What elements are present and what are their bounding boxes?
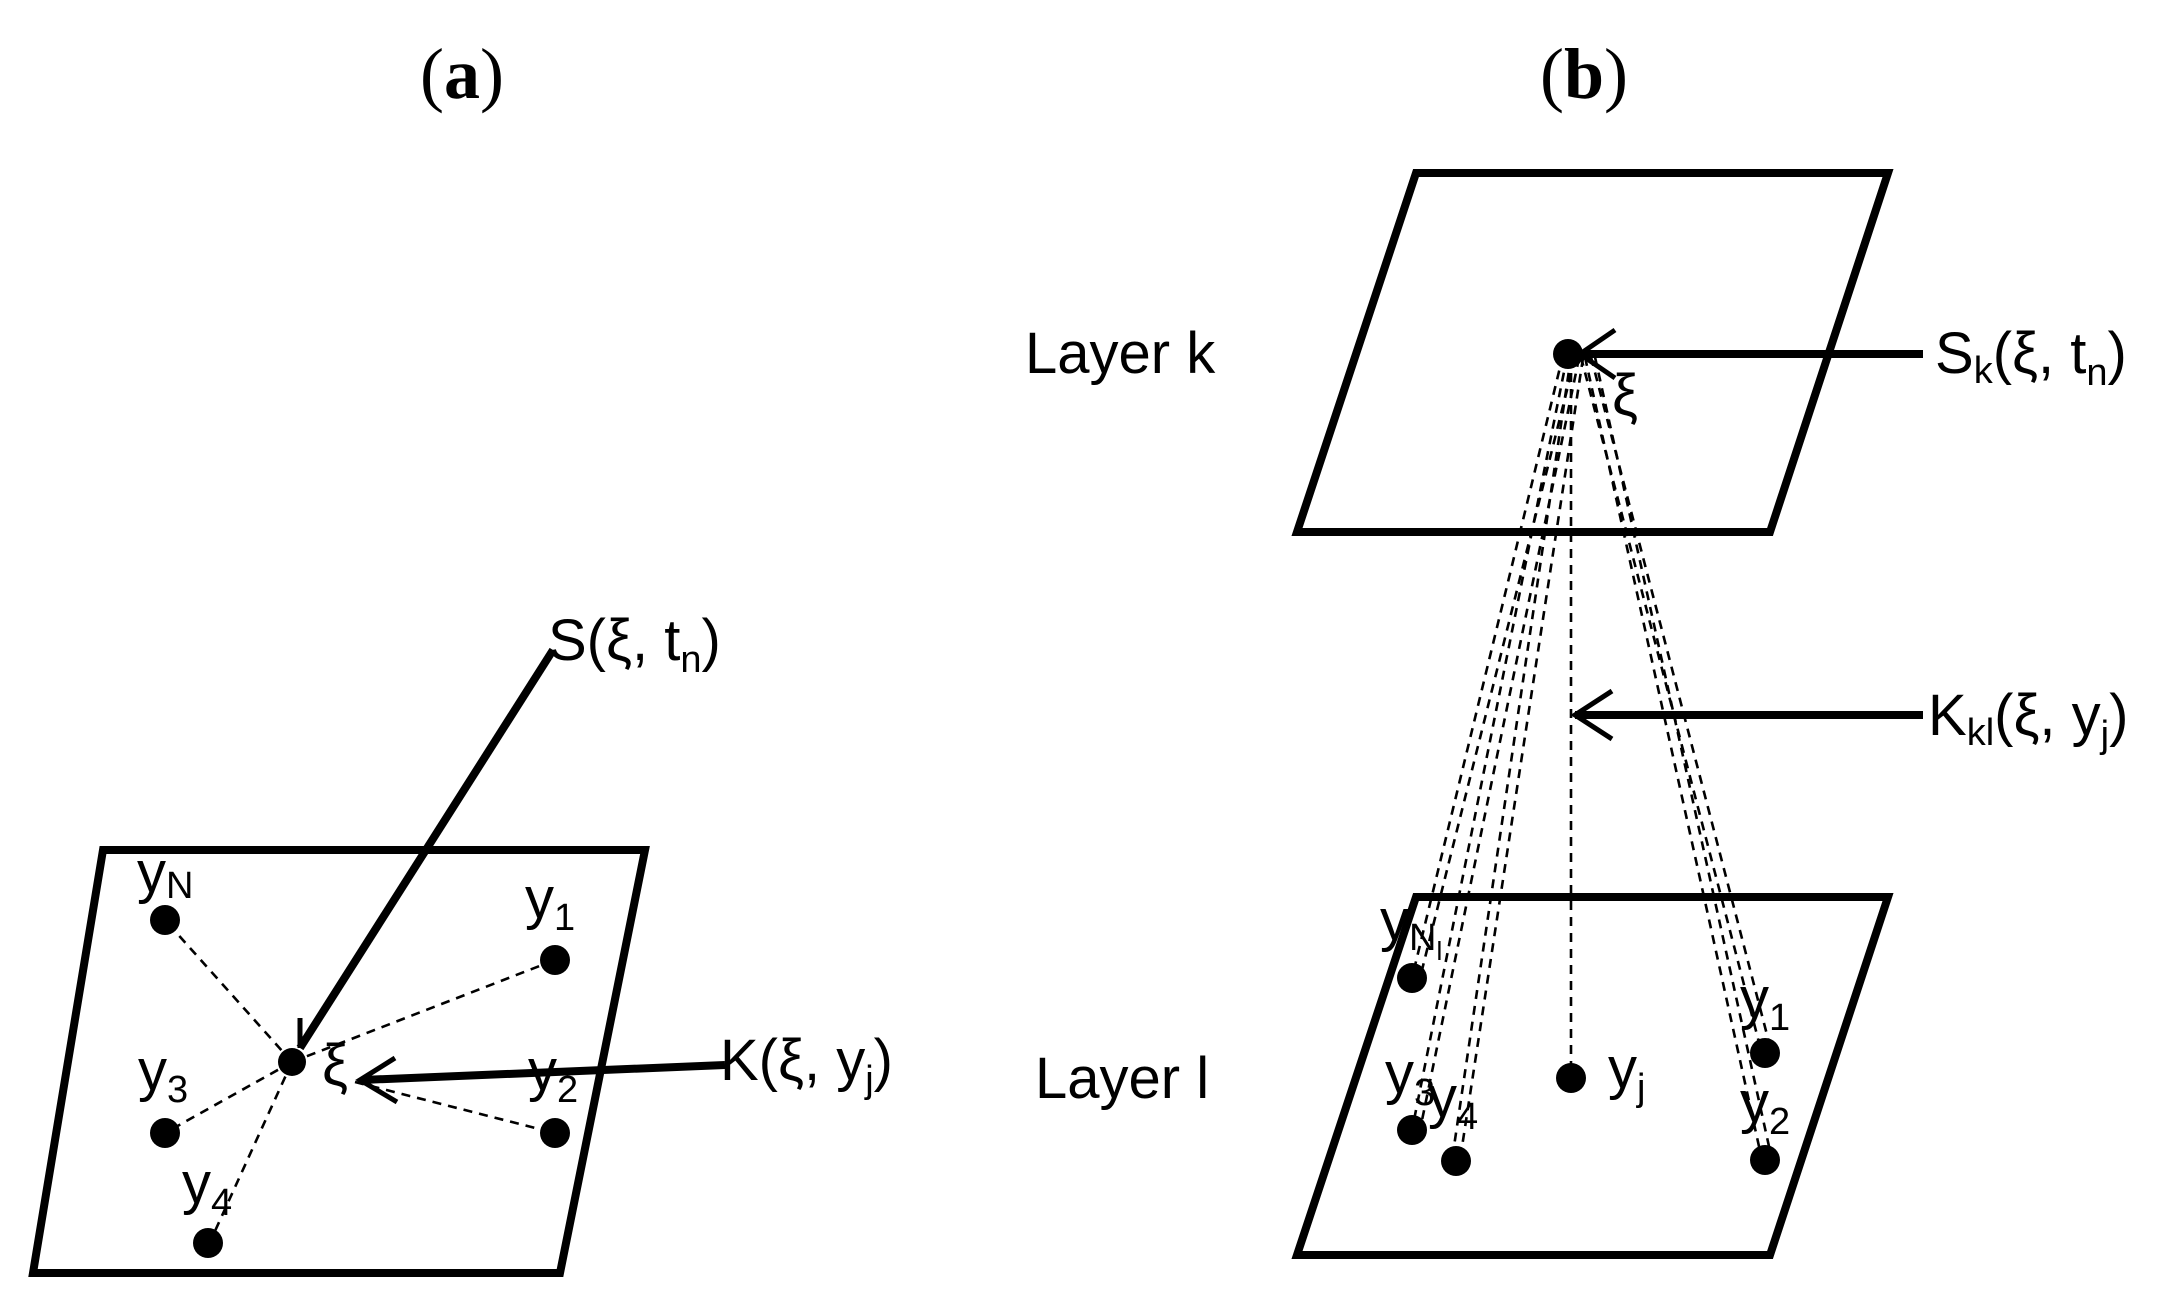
panel-a-point-y2 bbox=[540, 1118, 570, 1148]
panel-a-plane bbox=[28, 846, 650, 1277]
panel-b-kernel-lines bbox=[1410, 354, 1774, 1161]
panel-b-label-y1: y1 bbox=[1740, 966, 1790, 1039]
panel-b-label-y4: y4 bbox=[1428, 1065, 1478, 1138]
panel-b-layer-k-label: Layer k bbox=[1025, 321, 1216, 386]
panel-a-source-label: S(ξ, tn) bbox=[548, 608, 721, 681]
panel-a: (a) S(ξ, tn) K(ξ, yj) ξ yN y1 y3 y2 bbox=[28, 34, 893, 1277]
panel-a-kernel-lines bbox=[164, 919, 556, 1243]
panel-a-center-label: ξ bbox=[322, 1033, 348, 1098]
panel-b-label-y2: y2 bbox=[1740, 1070, 1790, 1143]
panel-a-point-y1 bbox=[540, 945, 570, 975]
panel-b-kernel-label: Kkl(ξ, yj) bbox=[1928, 683, 2128, 756]
panel-a-source-arrow bbox=[296, 647, 557, 1051]
panel-a-kernel-arrowhead bbox=[355, 1055, 399, 1105]
panel-b-layer-l-label: Layer l bbox=[1035, 1046, 1209, 1111]
panel-b-center-point bbox=[1553, 339, 1583, 369]
panel-b-source-label: Sk(ξ, tn) bbox=[1935, 321, 2127, 394]
panel-a-point-yN bbox=[150, 905, 180, 935]
panel-b: (b) Laye bbox=[1025, 34, 2128, 1259]
panel-b-plane-layer-l bbox=[1291, 893, 1894, 1259]
panel-a-label-y4: y4 bbox=[182, 1151, 232, 1224]
panel-a-title: (a) bbox=[420, 34, 504, 114]
panel-a-point-y3 bbox=[150, 1118, 180, 1148]
panel-a-kernel-arrow bbox=[361, 1061, 726, 1084]
panel-b-kernel-arrowhead bbox=[1570, 688, 1614, 742]
panel-b-label-y3: y3 bbox=[1385, 1041, 1435, 1114]
panel-b-plane-layer-k bbox=[1291, 169, 1894, 536]
panel-b-label-yNl: yNl bbox=[1380, 888, 1442, 966]
panel-b-point-yNl bbox=[1397, 963, 1427, 993]
panel-b-point-y1 bbox=[1750, 1038, 1780, 1068]
panel-a-label-yN: yN bbox=[137, 840, 193, 907]
panel-a-label-y1: y1 bbox=[525, 866, 575, 939]
panel-b-title: (b) bbox=[1540, 34, 1628, 114]
panel-b-point-yj bbox=[1556, 1063, 1586, 1093]
panel-b-point-y3 bbox=[1397, 1115, 1427, 1145]
panel-a-center-point bbox=[278, 1048, 306, 1076]
panel-a-kernel-label: K(ξ, yj) bbox=[720, 1028, 893, 1101]
panel-b-point-y4 bbox=[1441, 1146, 1471, 1176]
panel-a-label-y2: y2 bbox=[528, 1038, 578, 1111]
panel-b-label-yj: yj bbox=[1608, 1036, 1645, 1109]
panel-a-label-y3: y3 bbox=[138, 1038, 188, 1111]
panel-b-point-y2 bbox=[1750, 1145, 1780, 1175]
panel-a-point-y4 bbox=[193, 1228, 223, 1258]
panel-b-center-label: ξ bbox=[1612, 363, 1638, 428]
